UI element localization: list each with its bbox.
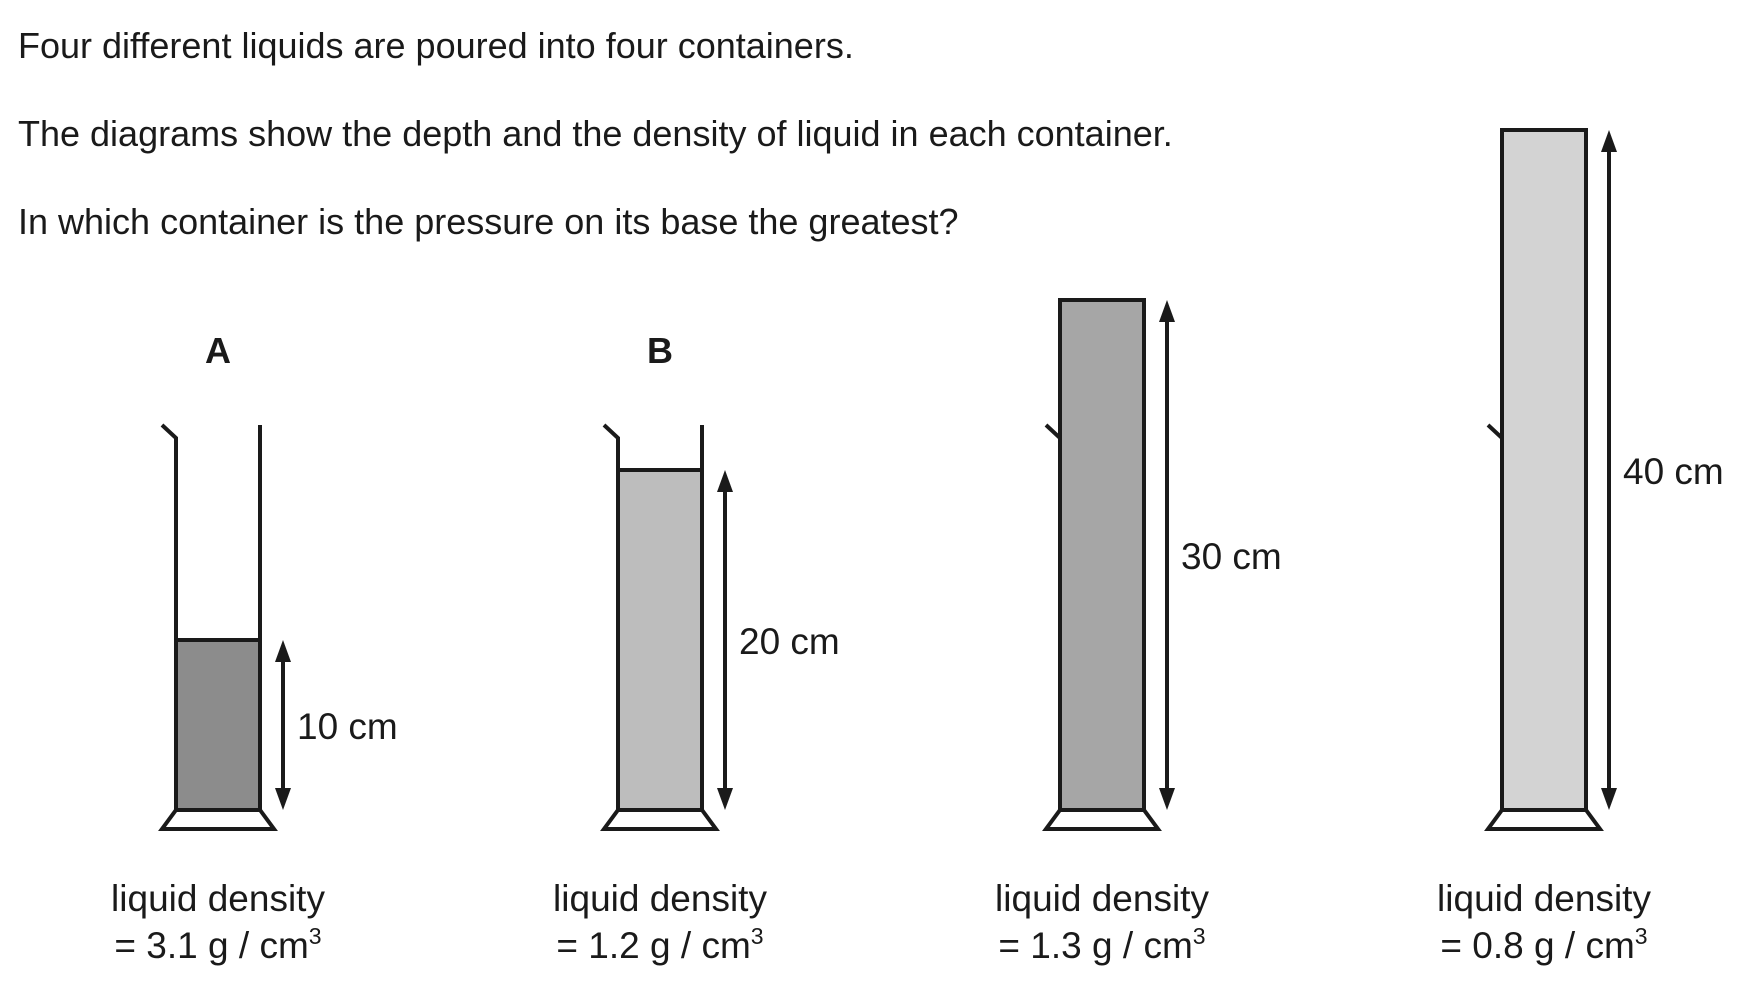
container-letter: A (205, 330, 231, 371)
density-label: liquid density (553, 878, 767, 919)
liquid (616, 468, 704, 812)
density-value: = 0.8 g / cm3 (1440, 923, 1647, 966)
depth-arrow-head-down (717, 788, 733, 810)
liquid (1058, 298, 1146, 812)
depth-label: 40 cm (1623, 451, 1724, 492)
container-base (158, 808, 278, 831)
container-base (1484, 808, 1604, 831)
liquid (174, 638, 262, 812)
density-number: = 1.2 g / cm (556, 925, 750, 966)
density-label: liquid density (1437, 878, 1651, 919)
depth-label: 10 cm (297, 706, 398, 747)
container-left-wall (602, 423, 620, 810)
density-number: = 0.8 g / cm (1440, 925, 1634, 966)
density-exponent: 3 (1193, 923, 1206, 949)
depth-label: 20 cm (739, 621, 840, 662)
depth-arrow-head-up (1601, 130, 1617, 152)
density-exponent: 3 (309, 923, 322, 949)
container-base (600, 808, 720, 831)
density-value: = 1.3 g / cm3 (998, 923, 1205, 966)
depth-arrow-head-up (1159, 300, 1175, 322)
depth-arrow-head-up (275, 640, 291, 662)
density-label: liquid density (111, 878, 325, 919)
container-base (1042, 808, 1162, 831)
density-exponent: 3 (1635, 923, 1648, 949)
question-line-2: The diagrams show the depth and the dens… (18, 113, 1173, 154)
container-left-wall (160, 423, 178, 810)
depth-arrow-head-down (1159, 788, 1175, 810)
container-left-wall (1044, 423, 1062, 810)
density-value: = 1.2 g / cm3 (556, 923, 763, 966)
density-value: = 3.1 g / cm3 (114, 923, 321, 966)
container-left-wall (1486, 423, 1504, 810)
container-letter: B (647, 330, 673, 371)
density-label: liquid density (995, 878, 1209, 919)
question-line-3: In which container is the pressure on it… (18, 201, 959, 242)
question-line-1: Four different liquids are poured into f… (18, 25, 854, 66)
density-number: = 3.1 g / cm (114, 925, 308, 966)
liquid (1500, 128, 1588, 812)
depth-arrow-head-down (1601, 788, 1617, 810)
depth-arrow-head-down (275, 788, 291, 810)
depth-label: 30 cm (1181, 536, 1282, 577)
density-number: = 1.3 g / cm (998, 925, 1192, 966)
density-exponent: 3 (751, 923, 764, 949)
depth-arrow-head-up (717, 470, 733, 492)
